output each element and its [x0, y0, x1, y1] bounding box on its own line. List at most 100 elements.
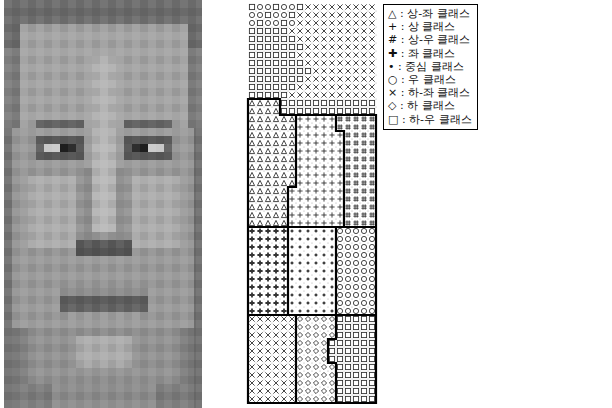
lower-left-class-mark [249, 316, 254, 321]
grid-dot [264, 51, 265, 52]
grid-dot [288, 323, 289, 324]
upper-class-mark [329, 204, 334, 209]
right-class-mark [369, 228, 374, 233]
lower-class-mark [321, 372, 326, 377]
grid-dot [328, 251, 329, 252]
region-border [248, 99, 376, 403]
lower-left-class-mark [345, 44, 350, 49]
upper-left-class-mark [273, 172, 278, 177]
center-class-mark [307, 302, 309, 304]
grid-dot [272, 51, 273, 52]
upper-right-class-mark [345, 140, 350, 145]
grid-dot [264, 163, 265, 164]
upper-left-class-mark [289, 148, 294, 153]
grid-dot [320, 187, 321, 188]
lower-left-class-mark [345, 68, 350, 73]
center-class-mark [307, 254, 309, 256]
upper-class-mark [305, 132, 310, 137]
grid-dot [280, 27, 281, 28]
upper-class-mark [313, 188, 318, 193]
grid-dot [296, 299, 297, 300]
upper-class-mark [329, 180, 334, 185]
center-class-mark [331, 278, 333, 280]
lower-left-class-mark [345, 12, 350, 17]
grid-dot [256, 155, 257, 156]
grid-dot [352, 235, 353, 236]
upper-left-class-mark [265, 220, 270, 225]
upper-right-class-mark [361, 140, 366, 145]
grid-dot [312, 387, 313, 388]
grid-dot [376, 107, 377, 108]
upper-class-mark [313, 212, 318, 217]
right-class-mark [289, 4, 294, 9]
right-class-mark [345, 244, 350, 249]
upper-class-mark [329, 196, 334, 201]
right-class-mark [361, 260, 366, 265]
lower-left-class-mark [369, 92, 374, 97]
grid-dot [312, 107, 313, 108]
upper-right-class-mark [361, 172, 366, 177]
lower-right-class-mark [345, 348, 350, 353]
grid-dot [352, 363, 353, 364]
upper-class-mark [305, 188, 310, 193]
grid-dot [272, 355, 273, 356]
left-class-mark [265, 284, 270, 289]
grid-dot [352, 291, 353, 292]
upper-class-mark [305, 212, 310, 217]
center-class-mark [291, 230, 293, 232]
left-class-mark [257, 284, 262, 289]
upper-class-mark [297, 204, 302, 209]
lower-right-class-mark [361, 324, 366, 329]
grid-dot [280, 195, 281, 196]
grid-dot [288, 11, 289, 12]
lower-left-class-mark [313, 84, 318, 89]
lower-left-class-mark [369, 44, 374, 49]
lower-left-class-mark [345, 76, 350, 81]
lower-right-class-mark [337, 372, 342, 377]
grid-dot [288, 339, 289, 340]
lower-left-class-mark [361, 60, 366, 65]
left-class-mark [257, 236, 262, 241]
lower-left-class-mark [353, 84, 358, 89]
lower-class-mark [321, 348, 326, 353]
upper-right-class-mark [361, 156, 366, 161]
left-class-mark [281, 300, 286, 305]
grid-dot [280, 163, 281, 164]
grid-dot [304, 291, 305, 292]
grid-dot [336, 107, 337, 108]
lower-right-class-mark [353, 380, 358, 385]
grid-dot [272, 179, 273, 180]
grid-dot [352, 243, 353, 244]
lower-left-class-mark [321, 92, 326, 97]
lower-left-class-mark [329, 60, 334, 65]
left-class-mark [281, 244, 286, 249]
right-class-mark [369, 252, 374, 257]
right-class-mark [265, 4, 270, 9]
lower-left-class-mark [337, 76, 342, 81]
lower-right-class-mark [353, 324, 358, 329]
lower-right-class-mark [249, 92, 254, 97]
lower-left-class-mark [321, 76, 326, 81]
right-class-mark [345, 228, 350, 233]
grid-dot [352, 275, 353, 276]
lower-left-class-mark [249, 372, 254, 377]
grid-dot [272, 291, 273, 292]
grid-dot [256, 91, 257, 92]
center-class-mark [299, 294, 301, 296]
lower-left-class-mark [249, 324, 254, 329]
grid-dot [288, 91, 289, 92]
grid-dot [352, 347, 353, 348]
grid-dot [328, 291, 329, 292]
lower-left-class-mark [321, 4, 326, 9]
grid-dot [344, 283, 345, 284]
upper-class-mark [297, 220, 302, 225]
lower-left-class-mark [289, 356, 294, 361]
lower-right-class-mark [257, 36, 262, 41]
grid-dot [328, 99, 329, 100]
grid-dot [368, 195, 369, 196]
grid-dot [352, 323, 353, 324]
upper-class-mark [289, 220, 294, 225]
right-class-mark [337, 260, 342, 265]
lower-left-class-mark [297, 36, 302, 41]
